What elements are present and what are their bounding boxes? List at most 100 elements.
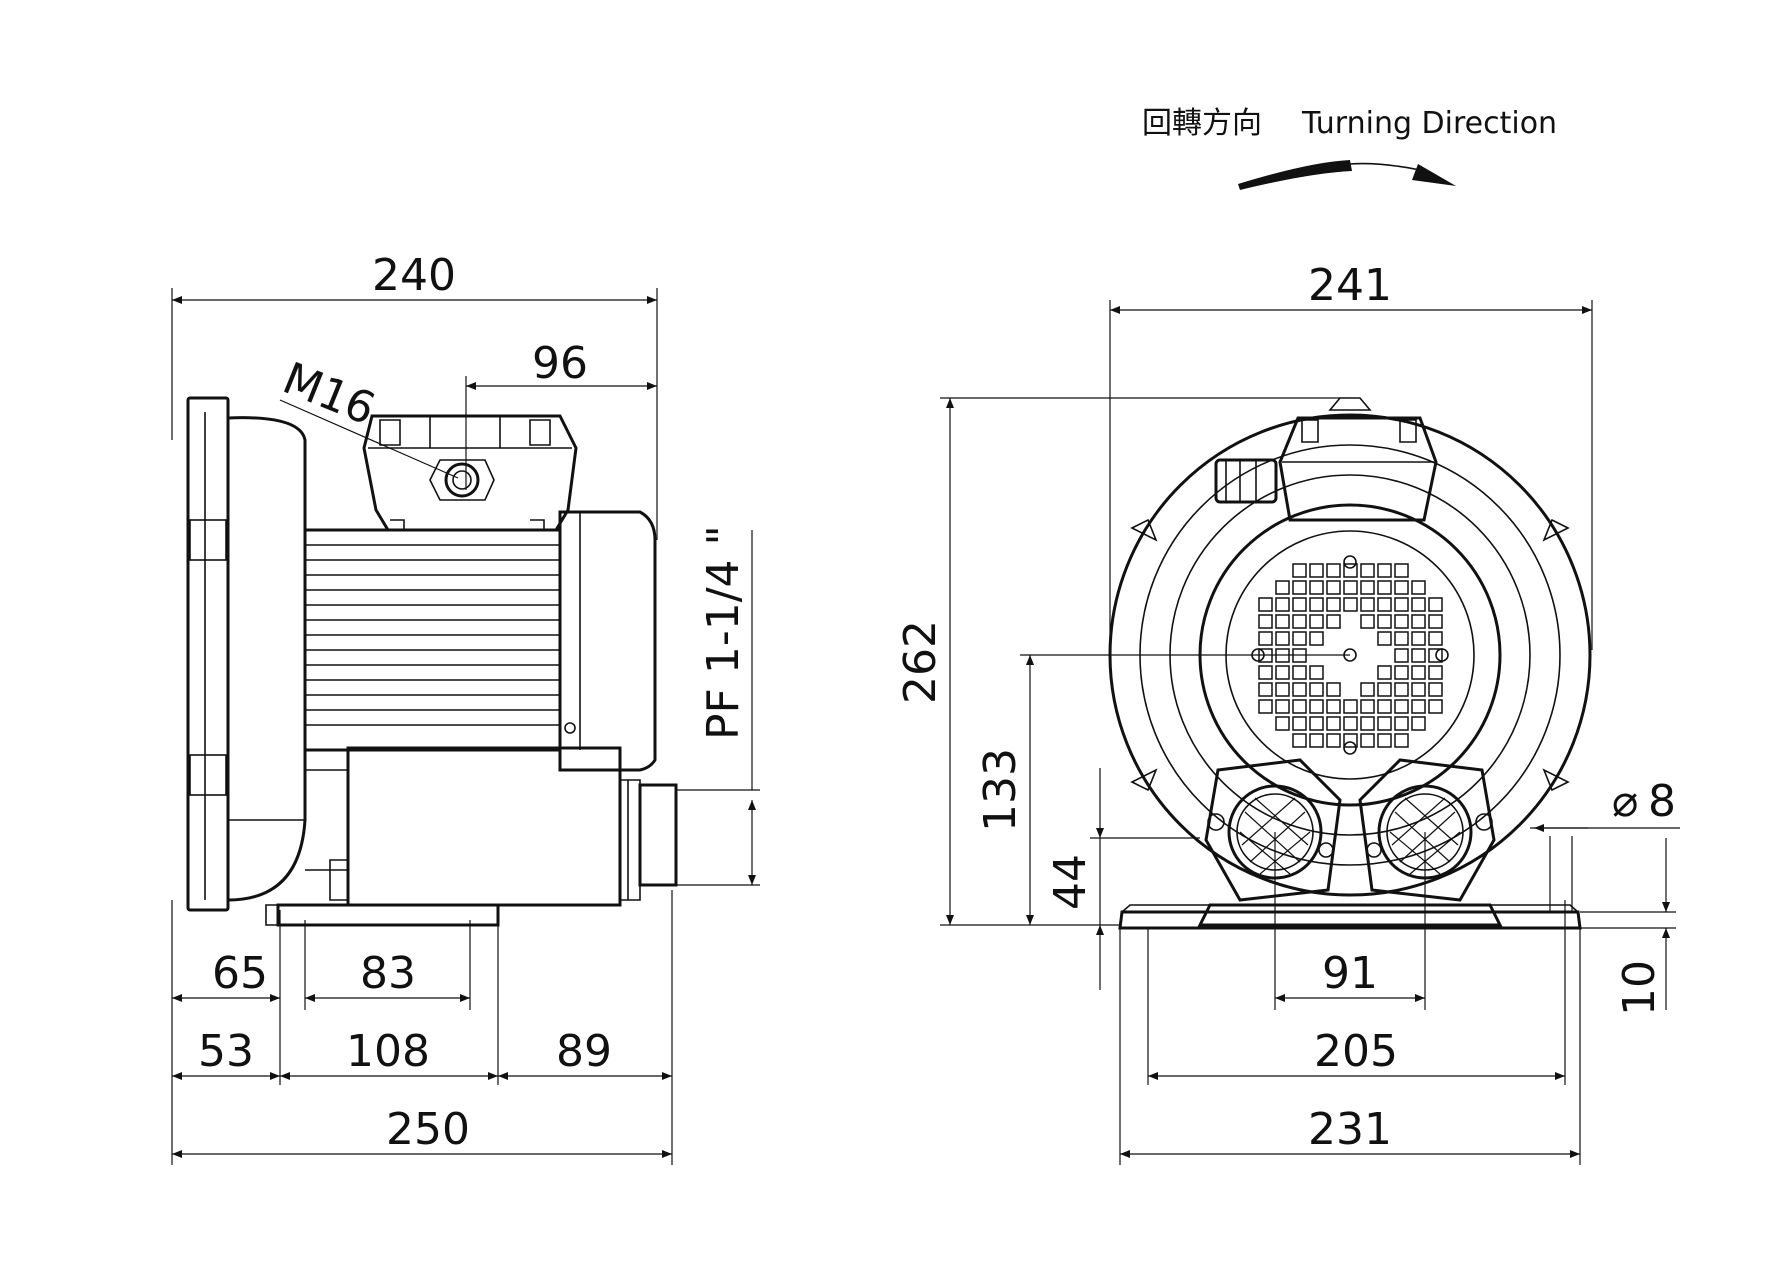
grille-cell — [1258, 614, 1273, 629]
port-mesh-right — [1389, 797, 1461, 875]
grille-cell — [1258, 699, 1273, 714]
grille-cell — [1428, 665, 1443, 680]
dim-10-label: 10 — [1614, 960, 1665, 1016]
grille-cell — [1394, 614, 1409, 629]
dim-port-thread: PF 1-1/4 " — [676, 525, 760, 886]
grille-cell — [1428, 682, 1443, 697]
grille-cell — [1428, 631, 1443, 646]
grille-cell — [1292, 648, 1307, 663]
grille-cell — [1309, 563, 1324, 578]
motor-fins — [303, 528, 562, 752]
grille-cell — [1292, 614, 1307, 629]
turning-direction-label-zh: 回轉方向 — [1142, 106, 1262, 141]
grille-cell — [1360, 563, 1375, 578]
dim-231-label: 231 — [1308, 1104, 1392, 1155]
grille-cell — [1343, 580, 1358, 595]
grille-cell — [1292, 733, 1307, 748]
grille-cell — [1309, 733, 1324, 748]
grille-cell — [1258, 631, 1273, 646]
grille-cell — [1394, 733, 1409, 748]
dim-262: 262 — [895, 397, 1340, 926]
grille-cell — [1411, 580, 1426, 595]
grille-cell — [1360, 597, 1375, 612]
grille-cell — [1394, 563, 1409, 578]
grille-cell — [1377, 699, 1392, 714]
turning-direction: 回轉方向 Turning Direction — [1142, 106, 1557, 190]
grille-cell — [1377, 580, 1392, 595]
grille-cell — [1258, 648, 1273, 663]
grille-cell — [1360, 580, 1375, 595]
grille-cell — [1377, 733, 1392, 748]
grille-cell — [1309, 631, 1324, 646]
turning-direction-arrow-icon — [1238, 160, 1352, 190]
front-view-body — [1108, 397, 1592, 930]
port-mesh-left — [1239, 797, 1311, 875]
grille-cell — [1394, 716, 1409, 731]
dim-96-label: 96 — [532, 338, 588, 389]
cable-gland-label: M16 — [276, 353, 382, 435]
grille-cell — [1377, 716, 1392, 731]
grille-cell — [1292, 716, 1307, 731]
grille-cell — [1360, 699, 1375, 714]
dim-133-label: 133 — [975, 748, 1026, 832]
grille-cell — [1394, 682, 1409, 697]
grille-cell — [1377, 665, 1392, 680]
grille-cell — [1377, 631, 1392, 646]
grille-cell — [1343, 563, 1358, 578]
grille-cell — [1377, 597, 1392, 612]
grille-cell — [1275, 614, 1290, 629]
grille-cell — [1428, 699, 1443, 714]
dim-91: 91 — [1275, 948, 1425, 1002]
grille-cell — [1360, 733, 1375, 748]
grille-cell — [1275, 682, 1290, 697]
grille-cell — [1309, 682, 1324, 697]
grille-cell — [1343, 699, 1358, 714]
grille-cell — [1326, 733, 1341, 748]
dim-44: 44 — [1045, 768, 1200, 990]
grille-cell — [1360, 682, 1375, 697]
grille-cell — [1411, 631, 1426, 646]
grille-cell — [1309, 699, 1324, 714]
grille-cell — [1411, 682, 1426, 697]
grille-cell — [1258, 597, 1273, 612]
hole-diameter-symbol: ⌀ — [1612, 776, 1639, 827]
grille-cell — [1292, 631, 1307, 646]
grille-cell — [1343, 597, 1358, 612]
grille-cell — [1428, 597, 1443, 612]
grille-cell — [1377, 563, 1392, 578]
side-view: 240 96 M16 — [171, 250, 760, 1165]
side-view-body — [186, 396, 678, 927]
grille-cell — [1394, 699, 1409, 714]
grille-cell — [1394, 665, 1409, 680]
grille-cell — [1292, 682, 1307, 697]
grille-cell — [1377, 614, 1392, 629]
dim-205: 205 — [1148, 1026, 1565, 1080]
grille-cell — [1343, 733, 1358, 748]
dim-83-label: 83 — [360, 948, 416, 999]
grille-cell — [1394, 631, 1409, 646]
grille-cell — [1275, 580, 1290, 595]
grille-cell — [1326, 614, 1341, 629]
grille-cell — [1326, 716, 1341, 731]
dim-96: 96 — [465, 338, 657, 490]
dim-231: 231 — [1120, 1104, 1580, 1158]
grille-cell — [1309, 614, 1324, 629]
grille-cell — [1275, 699, 1290, 714]
dim-241-label: 241 — [1308, 260, 1392, 311]
grille-cell — [1394, 597, 1409, 612]
grille-cell — [1292, 580, 1307, 595]
dim-89-label: 89 — [556, 1026, 612, 1077]
grille-cell — [1275, 665, 1290, 680]
grille-cell — [1275, 716, 1290, 731]
dim-240: 240 — [171, 250, 658, 540]
grille-cell — [1292, 563, 1307, 578]
dim-hole-diameter: ⌀ 8 — [1530, 776, 1680, 912]
grille-cell — [1326, 682, 1341, 697]
dim-133: 133 — [975, 654, 1350, 925]
grille-cell — [1309, 580, 1324, 595]
grille-cell — [1292, 699, 1307, 714]
grille-cell — [1292, 665, 1307, 680]
grille-cell — [1394, 580, 1409, 595]
grille-cell — [1394, 648, 1409, 663]
